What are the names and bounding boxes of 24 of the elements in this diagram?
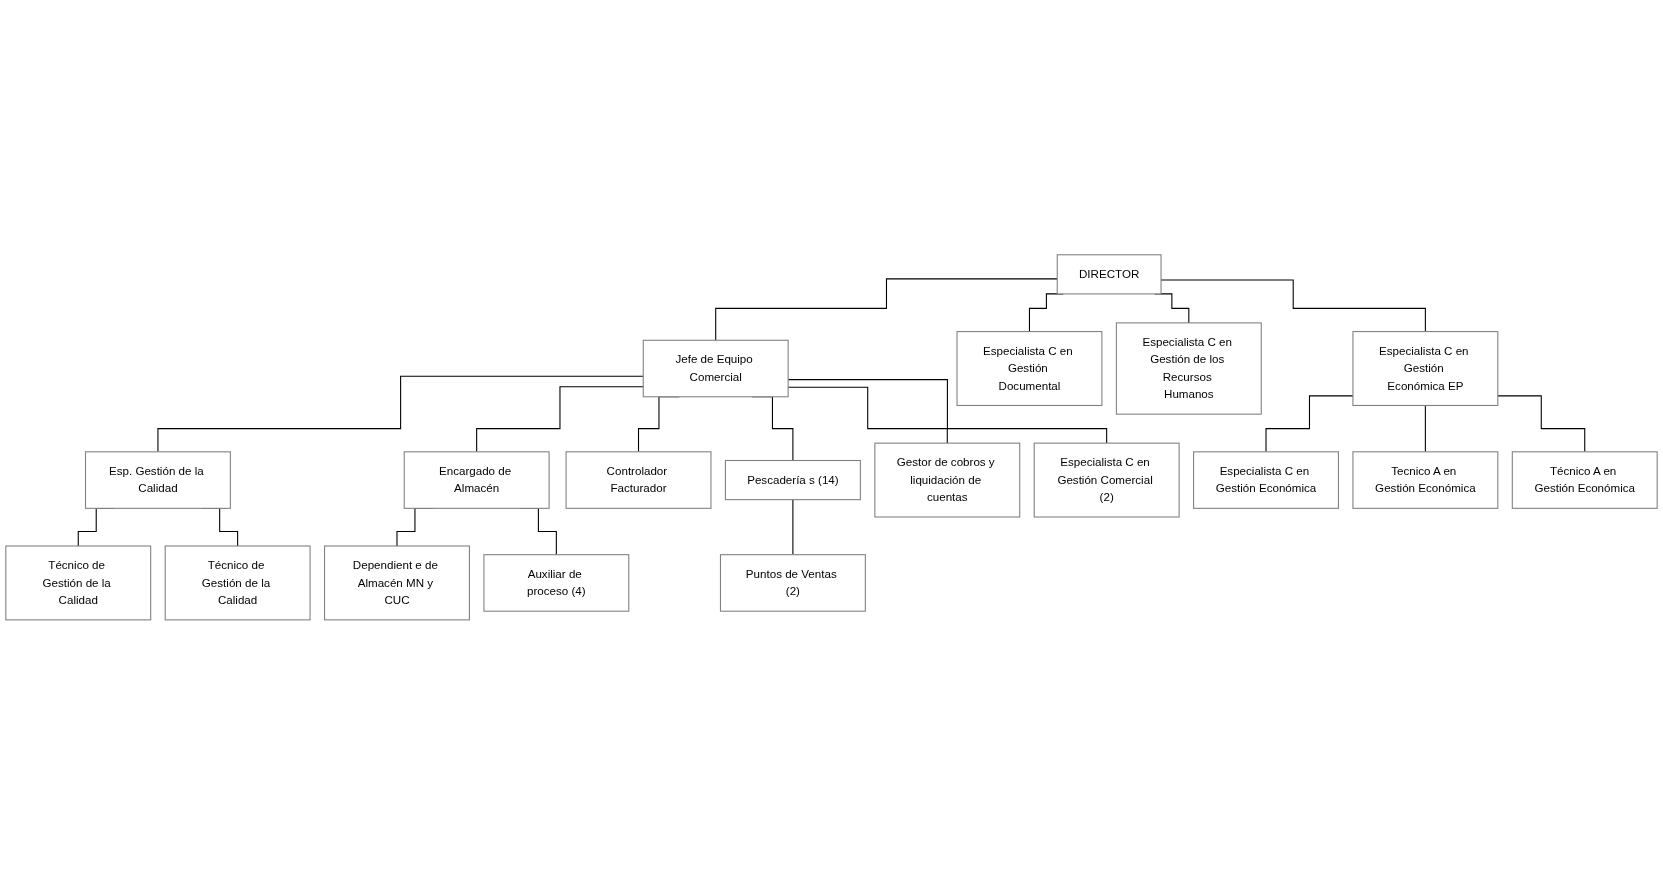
connector <box>715 277 1058 341</box>
node-box: Encargado de Almacén <box>403 450 550 509</box>
connector <box>1424 404 1426 453</box>
node-box: Auxiliar de proceso (4) <box>483 553 630 612</box>
connector <box>157 375 644 453</box>
node-box: Técnico A en Gestión Económica <box>1511 450 1658 509</box>
node-box: Especialista C en Gestión Económica <box>1193 450 1339 509</box>
node-box: DIRECTOR <box>1056 253 1162 295</box>
node-box: Técnico de Gestión de la Calidad <box>5 545 152 621</box>
node-box: Tecnico A en Gestión Económica <box>1352 450 1499 509</box>
node-box: Puntos de Ventas (2) <box>719 553 866 612</box>
node-box: Técnico de Gestión de la Calidad <box>164 545 311 621</box>
node-box: Gestor de cobros y liquidación de cuentas <box>874 442 1021 518</box>
node-box: Jefe de Equipo Comercial <box>642 339 789 397</box>
node-box: Especialista C en Gestión Económica EP <box>1352 330 1499 406</box>
node-box: Especialista C en Gestión de los Recursos Humanos <box>1115 322 1262 415</box>
node-box: Dependient e de Almacén MN y CUC <box>324 545 470 621</box>
node-box: Controlador Facturador <box>565 450 712 509</box>
node-box: Especialista C en Gestión Documental <box>956 330 1103 406</box>
node-box: Pescadería s (14) <box>724 459 861 500</box>
node-box: Esp. Gestión de la Calidad <box>84 450 231 509</box>
node-box: Especialista C en Gestión Comercial (2) <box>1033 442 1180 518</box>
connector <box>1497 394 1586 453</box>
connector <box>476 385 644 453</box>
